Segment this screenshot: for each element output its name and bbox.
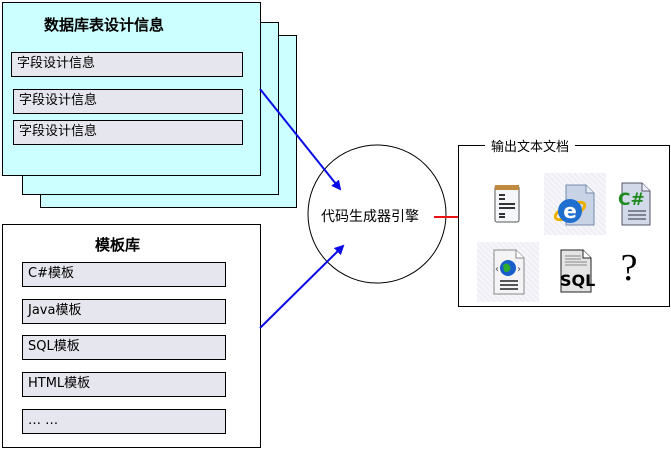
template-item-java: Java模板 xyxy=(22,299,226,324)
field-design-item: 字段设计信息 xyxy=(13,89,243,114)
template-item-html: HTML模板 xyxy=(22,372,226,397)
field-design-item: 字段设计信息 xyxy=(13,120,243,145)
internet-explorer-document-icon: e xyxy=(544,173,606,235)
sql-file-icon: SQL xyxy=(556,248,602,294)
template-library-title: 模板库 xyxy=(95,236,141,254)
web-page-document-icon: ‹ › xyxy=(477,242,539,302)
code-generator-engine-label: 代码生成器引擎 xyxy=(321,209,419,225)
template-item-sql: SQL模板 xyxy=(22,335,226,360)
output-documents-title: 输出文本文档 xyxy=(485,136,576,155)
database-panel: 数据库表设计信息 字段设计信息 字段设计信息 字段设计信息 xyxy=(2,2,261,176)
question-mark-glyph: ? xyxy=(620,247,638,289)
template-item-csharp: C#模板 xyxy=(22,262,226,287)
svg-text:SQL: SQL xyxy=(560,271,595,290)
template-library-panel: 模板库 C#模板 Java模板 SQL模板 HTML模板 … … xyxy=(2,224,261,448)
field-design-item: 字段设计信息 xyxy=(11,52,243,77)
templates-to-engine-arrow xyxy=(259,244,345,329)
svg-text:›: › xyxy=(517,264,521,275)
notepad-icon xyxy=(492,182,522,224)
unknown-document-icon: ? xyxy=(612,246,646,290)
template-item-more: … … xyxy=(22,409,226,434)
svg-text:C#: C# xyxy=(618,190,645,210)
database-panel-title: 数据库表设计信息 xyxy=(44,16,165,34)
svg-text:e: e xyxy=(563,199,577,223)
svg-text:‹: ‹ xyxy=(495,264,499,275)
csharp-file-icon: C# xyxy=(614,180,654,228)
database-to-engine-arrow xyxy=(259,88,342,191)
